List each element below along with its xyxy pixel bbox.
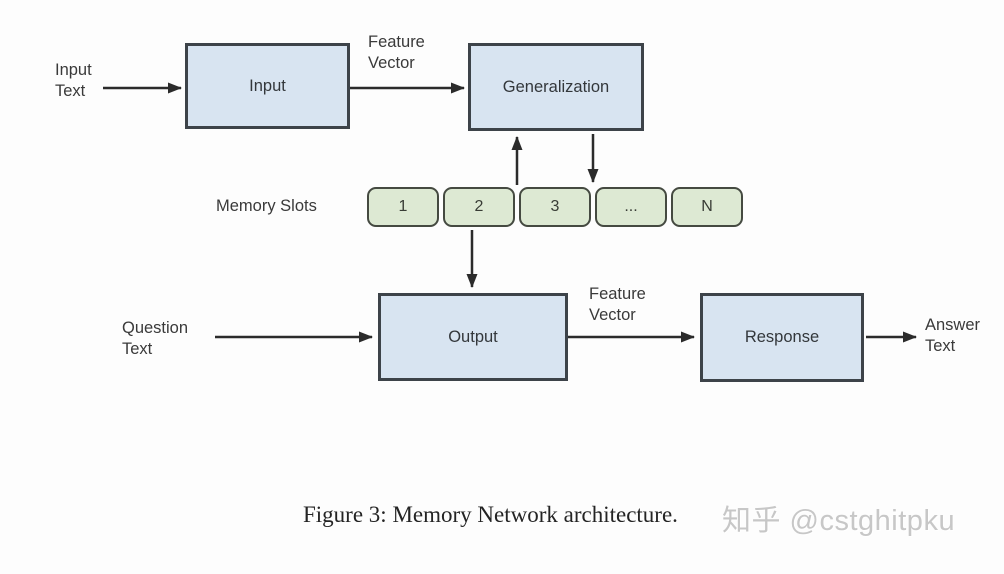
node-generalization-label: Generalization	[502, 77, 610, 96]
input-text-label: Input Text	[55, 61, 92, 101]
memory-slots-row: 1 2 3 ... N	[367, 187, 743, 227]
figure-caption: Figure 3: Memory Network architecture.	[303, 502, 678, 527]
memory-slot-3-label: 3	[550, 198, 560, 215]
memory-slot-1-label: 1	[398, 198, 408, 215]
node-input: Input	[185, 43, 350, 129]
watermark: 知乎 @cstghitpku	[722, 505, 956, 537]
memory-slot-2-label: 2	[474, 198, 484, 215]
answer-text-label: Answer Text	[925, 316, 981, 356]
node-output-label: Output	[448, 327, 498, 346]
memory-slot-3: 3	[519, 187, 591, 227]
memory-slot-n: N	[671, 187, 743, 227]
node-response: Response	[700, 293, 864, 382]
question-text-label: Question Text	[122, 319, 189, 359]
memory-slot-ellipsis: ...	[595, 187, 667, 227]
node-response-label: Response	[744, 328, 820, 346]
memory-slots-label: Memory Slots	[216, 197, 317, 215]
memory-slot-2: 2	[443, 187, 515, 227]
feature-vector-bottom-label: Feature Vector	[589, 285, 646, 325]
node-output: Output	[378, 293, 568, 381]
feature-vector-top-label: Feature Vector	[368, 33, 425, 73]
memory-slot-1: 1	[367, 187, 439, 227]
memory-slot-n-label: N	[701, 198, 713, 215]
memory-slot-ellipsis-label: ...	[624, 198, 638, 215]
node-input-label: Input	[249, 76, 286, 95]
node-generalization: Generalization	[468, 43, 644, 131]
